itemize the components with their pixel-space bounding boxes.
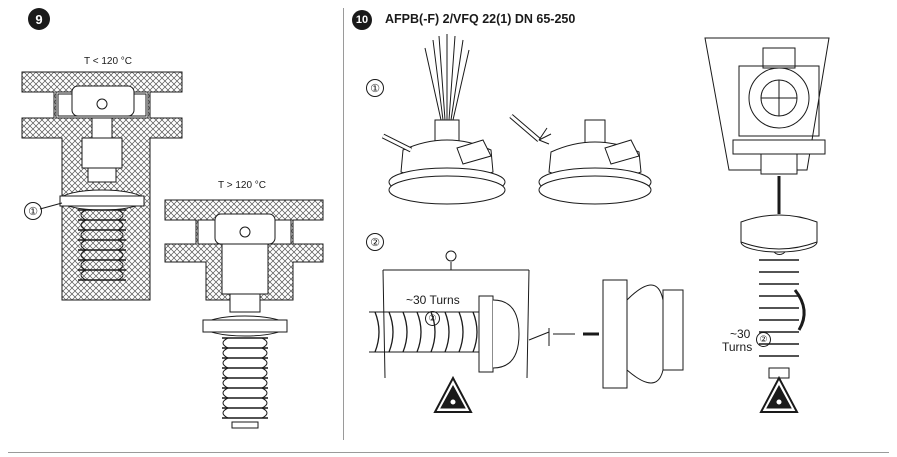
turns-label-horizontal: ~30 Turns xyxy=(404,293,462,307)
section-title: AFPB(-F) 2/VFQ 22(1) DN 65-250 xyxy=(385,12,576,26)
turns-label-vertical-a: ~30 xyxy=(730,327,751,341)
vertical-hanging-assembly xyxy=(704,37,830,379)
heavy-load-warning-icon-right xyxy=(759,375,799,413)
step9-illustrations xyxy=(21,71,324,429)
insulated-valve-high-temp xyxy=(164,199,324,429)
step10-illustrations xyxy=(369,34,830,413)
marker-1-step9: ① xyxy=(24,202,42,220)
marker-1-step10-top: ① xyxy=(366,79,384,97)
step-9-badge: 9 xyxy=(28,8,50,30)
bottom-rule xyxy=(8,452,889,453)
horizontal-spring-assembly xyxy=(369,250,684,389)
step-10-badge: 10 xyxy=(352,10,372,30)
temp-high-label: T > 120 °C xyxy=(218,180,267,191)
marker-2-step10: ② xyxy=(366,233,384,251)
temp-low-label: T < 120 °C xyxy=(84,56,133,67)
actuator-with-impulse-tubes xyxy=(381,34,506,205)
heavy-load-warning-icon xyxy=(433,375,473,413)
panel-divider xyxy=(343,8,344,440)
turns-label-vertical-b: Turns xyxy=(722,340,753,354)
insulated-valve-low-temp xyxy=(21,71,183,301)
actuator-capped xyxy=(509,114,652,205)
